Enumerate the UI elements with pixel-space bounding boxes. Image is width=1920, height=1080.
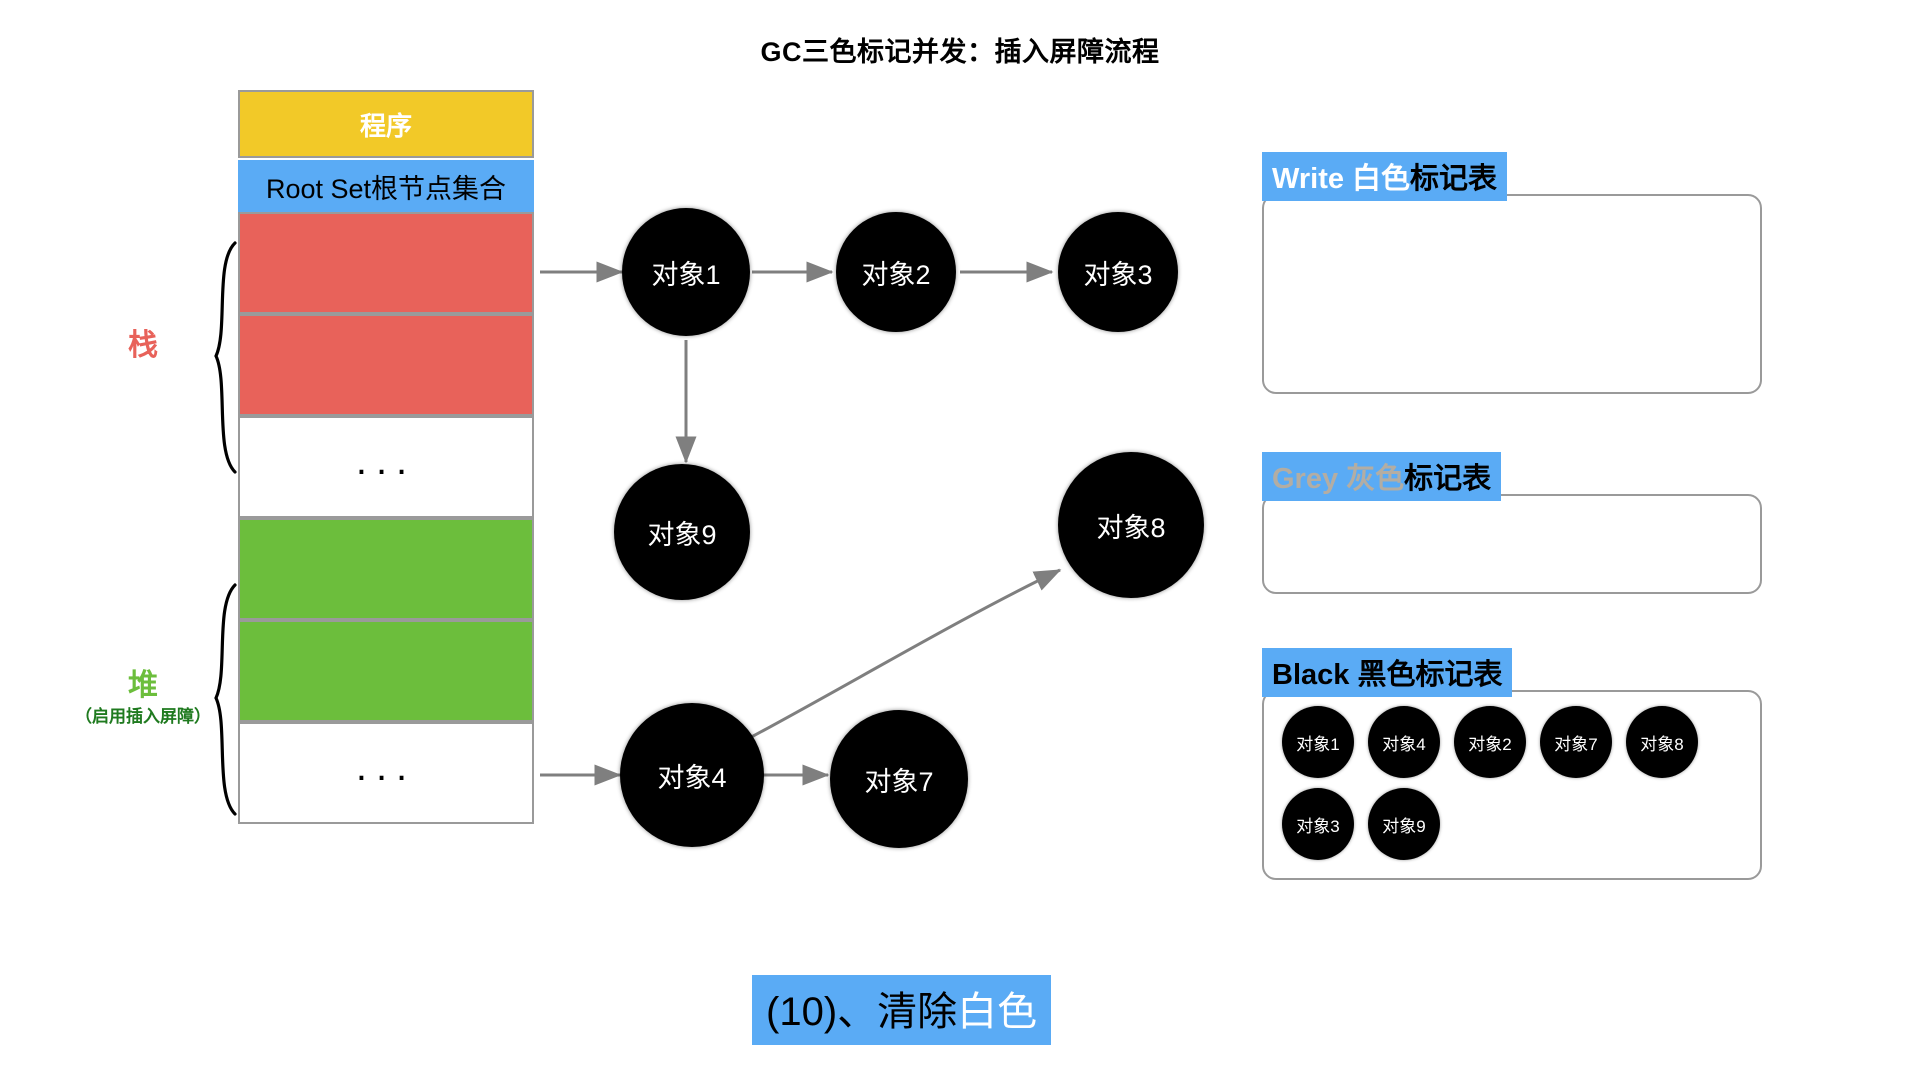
- grey-mark-table-keyword: Grey 灰色: [1272, 463, 1405, 495]
- white-mark-table-header: Write 白色标记表: [1262, 152, 1508, 201]
- grey-mark-table-suffix: 标记表: [1404, 463, 1492, 495]
- program-block: 程序: [238, 90, 534, 158]
- grey-mark-table: Grey 灰色标记表: [1262, 452, 1762, 602]
- graph-node-obj9[interactable]: 对象9: [614, 464, 750, 600]
- stack-ellipsis-slot: ...: [238, 416, 534, 518]
- heap-slot-2: [238, 620, 534, 722]
- black-mark-table-keyword: Black 黑色: [1272, 659, 1416, 691]
- white-mark-table-suffix: 标记表: [1410, 163, 1498, 195]
- black-mark-table-suffix: 标记表: [1415, 659, 1503, 691]
- ellipsis-icon: ...: [355, 439, 417, 483]
- stack-brace: [214, 241, 237, 474]
- mark-table-chip[interactable]: 对象3: [1282, 788, 1354, 860]
- step-caption-prefix: (10)、清除: [766, 990, 958, 1034]
- root-set-label: Root Set根节点集合: [265, 173, 507, 204]
- graph-node-obj2[interactable]: 对象2: [836, 212, 956, 332]
- stack-slot-2: [238, 314, 534, 416]
- graph-node-label: 对象4: [657, 762, 727, 793]
- program-label: 程序: [359, 110, 412, 141]
- grey-mark-table-body[interactable]: [1262, 494, 1762, 594]
- ellipsis-icon: ...: [355, 745, 417, 789]
- memory-column: 程序 Root Set根节点集合 ... ...: [238, 90, 534, 824]
- graph-node-obj8[interactable]: 对象8: [1058, 452, 1204, 598]
- root-set-block: Root Set根节点集合: [238, 160, 534, 212]
- white-mark-table: Write 白色标记表: [1262, 152, 1762, 402]
- graph-node-obj7[interactable]: 对象7: [830, 710, 968, 848]
- white-mark-table-body[interactable]: [1262, 194, 1762, 394]
- grey-mark-table-header: Grey 灰色标记表: [1262, 452, 1502, 501]
- page-title: GC三色标记并发：插入屏障流程: [760, 37, 1160, 67]
- white-mark-table-keyword: Write 白色: [1272, 163, 1411, 195]
- heap-label: 堆: [128, 669, 158, 702]
- mark-table-chip[interactable]: 对象4: [1368, 706, 1440, 778]
- graph-node-label: 对象3: [1083, 259, 1153, 290]
- black-mark-table-header: Black 黑色标记表: [1262, 648, 1513, 697]
- heap-slot-1: [238, 518, 534, 620]
- graph-node-label: 对象7: [864, 766, 934, 797]
- step-caption: (10)、清除白色: [752, 975, 1052, 1045]
- graph-node-label: 对象2: [861, 259, 931, 290]
- mark-table-chip[interactable]: 对象9: [1368, 788, 1440, 860]
- stack-slot-1: [238, 212, 534, 314]
- mark-table-chip[interactable]: 对象2: [1454, 706, 1526, 778]
- graph-node-obj4[interactable]: 对象4: [620, 703, 764, 847]
- heap-sublabel: （启用插入屏障）: [75, 707, 211, 726]
- graph-node-label: 对象8: [1096, 512, 1166, 543]
- step-caption-highlight: 白色: [957, 990, 1038, 1034]
- stack-label: 栈: [128, 329, 158, 362]
- mark-table-chip[interactable]: 对象7: [1540, 706, 1612, 778]
- mark-table-chip[interactable]: 对象1: [1282, 706, 1354, 778]
- mark-table-chip[interactable]: 对象8: [1626, 706, 1698, 778]
- graph-node-label: 对象1: [651, 259, 721, 290]
- graph-node-obj3[interactable]: 对象3: [1058, 212, 1178, 332]
- heap-ellipsis-slot: ...: [238, 722, 534, 824]
- graph-node-obj1[interactable]: 对象1: [622, 208, 750, 336]
- graph-node-label: 对象9: [647, 519, 717, 550]
